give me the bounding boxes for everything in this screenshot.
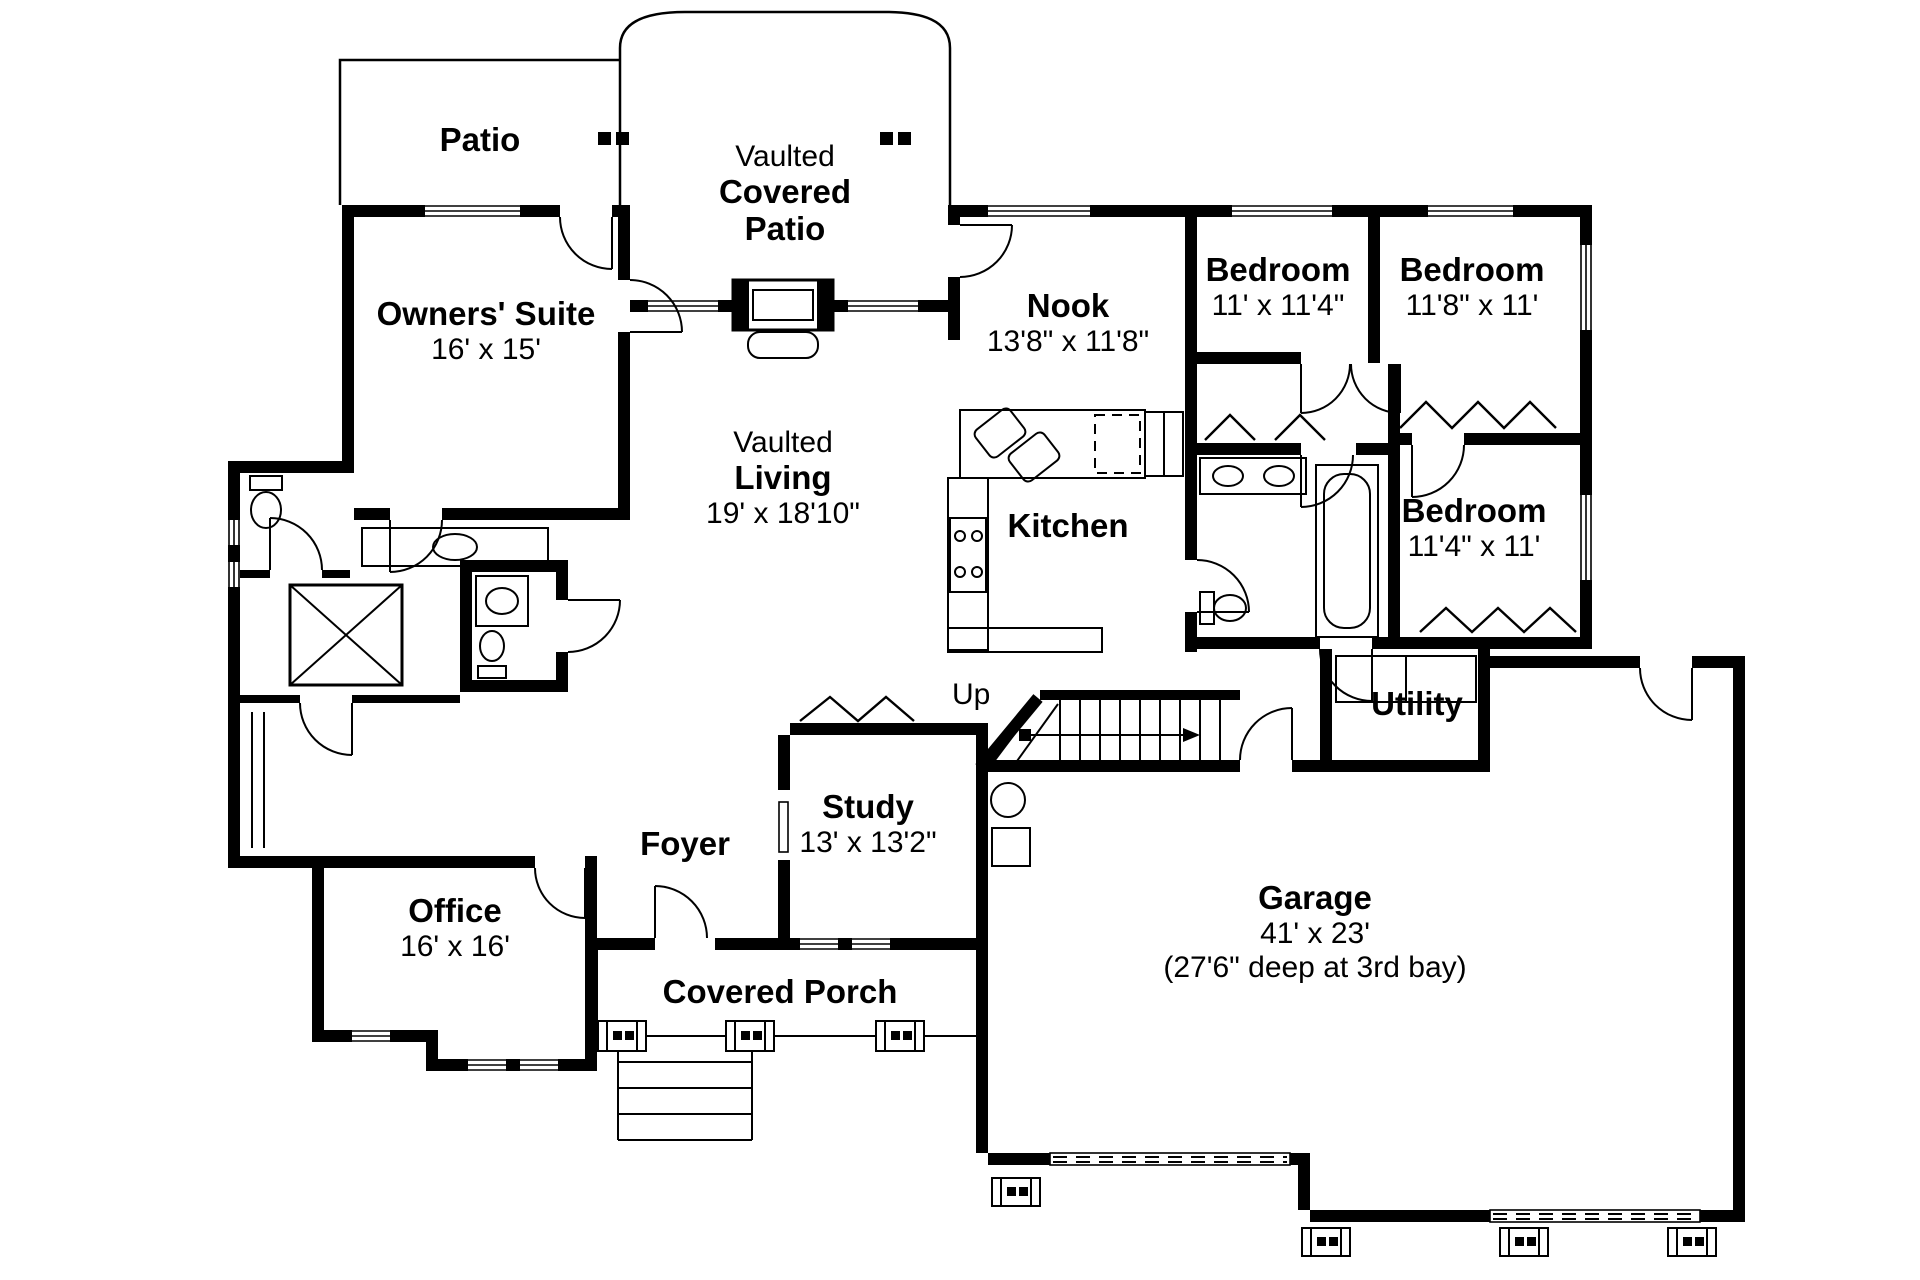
- patio-outline: [338, 10, 952, 205]
- closet-marks: [799, 400, 1577, 723]
- window-bedroom-2-top: [1428, 205, 1513, 217]
- door-powder: [567, 599, 621, 653]
- door-front: [654, 885, 708, 939]
- powder-fixtures: [475, 575, 529, 679]
- window-bedroom-1: [1232, 205, 1332, 217]
- window-bath-2: [228, 562, 240, 587]
- hall-bath-fixtures: [1199, 457, 1379, 638]
- window-office-1: [352, 1030, 390, 1042]
- room-label-covered-porch: Covered Porch: [662, 973, 898, 1010]
- walls: [228, 205, 1745, 1222]
- foundation-vents-icon: [991, 1177, 1717, 1257]
- window-living-right: [848, 300, 918, 312]
- door-hall-bath: [1300, 454, 1354, 508]
- window-nook: [988, 205, 1090, 217]
- water-heater-icon: [991, 827, 1031, 867]
- door-nook-patio: [959, 224, 1013, 278]
- room-label-utility: Utility: [1371, 685, 1463, 722]
- stairs-up-label: Up: [952, 678, 991, 711]
- utility-fixtures: [990, 655, 1477, 867]
- pocket-door-study: [778, 801, 789, 853]
- door-owners-suite: [629, 279, 683, 333]
- window-study-2: [852, 938, 890, 950]
- window-owners-suite: [425, 205, 520, 217]
- door-garage-hall: [1239, 707, 1293, 761]
- room-label-patio: Patio: [439, 121, 521, 158]
- porch-posts-icon: [597, 1020, 925, 1052]
- door-garage-service: [1639, 667, 1693, 721]
- window-bedroom-3-side: [1580, 495, 1592, 580]
- kitchen-counter: [947, 407, 1184, 653]
- owners-bath-fixtures: [249, 475, 549, 848]
- window-living-left: [648, 300, 718, 312]
- door-kitchen-hall: [1196, 559, 1250, 613]
- window-office-3: [520, 1059, 558, 1071]
- door-closet-wic: [299, 702, 353, 756]
- door-patio: [559, 216, 613, 270]
- window-office-2: [468, 1059, 506, 1071]
- windows: [228, 205, 1592, 1071]
- doors: [269, 216, 1693, 939]
- window-bath-1: [228, 520, 240, 545]
- patio-posts-icon: [598, 132, 911, 145]
- stair-wall: [975, 694, 1043, 772]
- door-bedroom-3: [1411, 444, 1465, 498]
- furnace-icon: [990, 782, 1026, 818]
- room-label-foyer: Foyer: [640, 825, 730, 862]
- window-bedroom-2-side: [1580, 245, 1592, 330]
- door-toilet-room: [269, 517, 323, 571]
- door-bedroom-1: [1300, 363, 1351, 414]
- door-office: [534, 867, 586, 919]
- stairs: [991, 699, 1221, 769]
- room-label-kitchen: Kitchen: [1007, 507, 1129, 544]
- door-bedroom-2: [1350, 363, 1401, 414]
- fireplace-icon: [731, 278, 835, 359]
- window-study-1: [800, 938, 838, 950]
- garage-doors: [1049, 1152, 1701, 1223]
